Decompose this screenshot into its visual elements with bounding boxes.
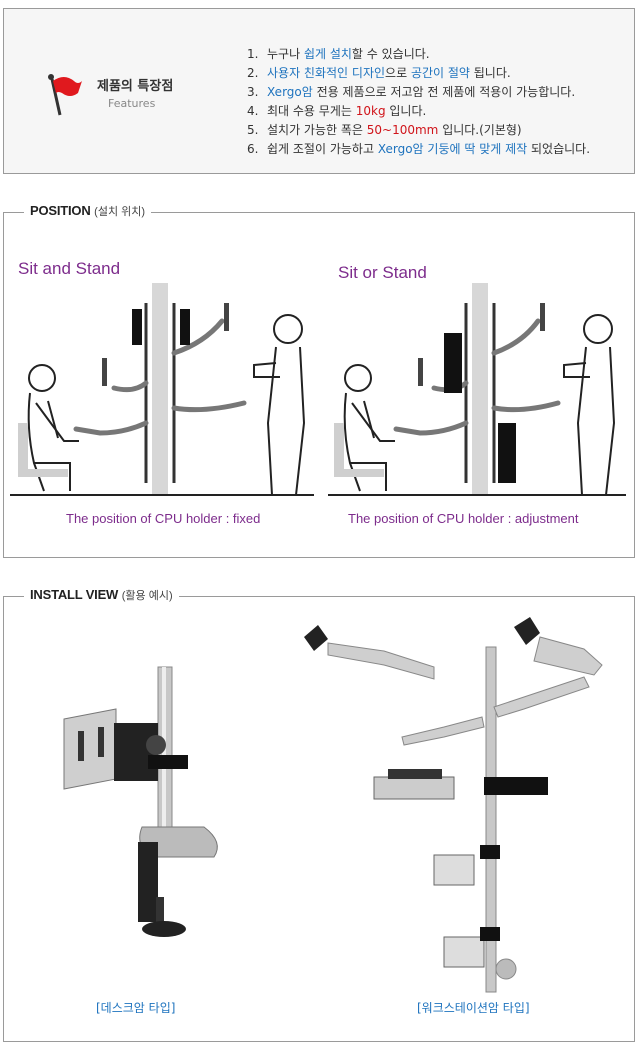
feature-item: 4. 최대 수용 무게는 10kg 입니다. [247,102,590,121]
feature-text: Xergo암 기둥에 딱 맞게 제작 [377,142,528,156]
feature-number: 6. [247,142,259,156]
sit-and-stand-title: Sit and Stand [18,259,121,278]
fixed-caption: The position of CPU holder : fixed [66,511,261,526]
install-view-box: INSTALL VIEW (활용 예시) [3,587,635,1042]
features-list: 1. 누구나 쉽게 설치할 수 있습니다. 2. 사용자 친화적인 디자인으로 공간이… [247,45,590,159]
desk-arm-image [63,666,218,937]
position-heading: POSITION (설치 위치) [24,203,152,219]
feature-text: 할 수 있습니다. [351,47,430,61]
desk-arm-label: [데스크암 타입] [96,1001,176,1015]
feature-text: 으로 [385,66,411,80]
position-box: POSITION (설치 위치) Sit and Stand Sit or St… [3,203,635,558]
feature-number: 4. [247,104,259,118]
feature-text: 누구나 [267,47,304,61]
feature-item: 6. 쉽게 조절이 가능하고 Xergo암 기둥에 딱 맞게 제작 되었습니다. [247,140,590,159]
feature-number: 5. [247,123,259,137]
features-subtitle: Features [108,97,156,110]
feature-text: 10kg [355,104,386,118]
feature-item: 3. Xergo암 전용 제품으로 저고암 전 제품에 적용이 가능합니다. [247,83,590,102]
flag-icon [48,74,82,116]
feature-text: 됩니다. [469,66,511,80]
install-heading: INSTALL VIEW (활용 예시) [24,587,179,603]
feature-text: 입니다. [385,104,427,118]
feature-item: 1. 누구나 쉽게 설치할 수 있습니다. [247,45,590,64]
feature-text: 사용자 친화적인 디자인 [267,66,386,80]
feature-text: 되었습니다. [527,142,591,156]
feature-text: 쉽게 설치 [303,47,352,61]
sit-or-stand-title: Sit or Stand [338,263,427,282]
feature-text: Xergo암 [267,85,313,99]
features-title: 제품의 특장점 [97,79,174,94]
feature-number: 1. [247,47,259,61]
workstation-arm-label: [워크스테이션암 타입] [417,1001,530,1015]
feature-text: 최대 수용 무게는 [267,104,356,118]
feature-text: 쉽게 조절이 가능하고 [267,142,378,156]
sit-and-stand-illustration [10,283,314,496]
feature-text: 전용 제품으로 저고암 전 제품에 적용이 가능합니다. [312,85,576,99]
features-box: 제품의 특장점 Features 1. 누구나 쉽게 설치할 수 있습니다. 2. 사… [3,8,635,174]
feature-text: 공간이 절약 [410,66,470,80]
feature-item: 5. 설치가 가능한 폭은 50~100mm 입니다.(기본형) [247,121,590,140]
sit-or-stand-illustration [328,283,626,496]
feature-text: 설치가 가능한 폭은 [267,123,367,137]
feature-text: 입니다.(기본형) [438,123,522,137]
feature-item: 2. 사용자 친화적인 디자인으로 공간이 절약 됩니다. [247,64,590,83]
adjustment-caption: The position of CPU holder : adjustment [348,511,579,526]
workstation-arm-image [304,617,603,993]
feature-number: 2. [247,66,259,80]
feature-number: 3. [247,85,259,99]
feature-text: 50~100mm [366,123,439,137]
